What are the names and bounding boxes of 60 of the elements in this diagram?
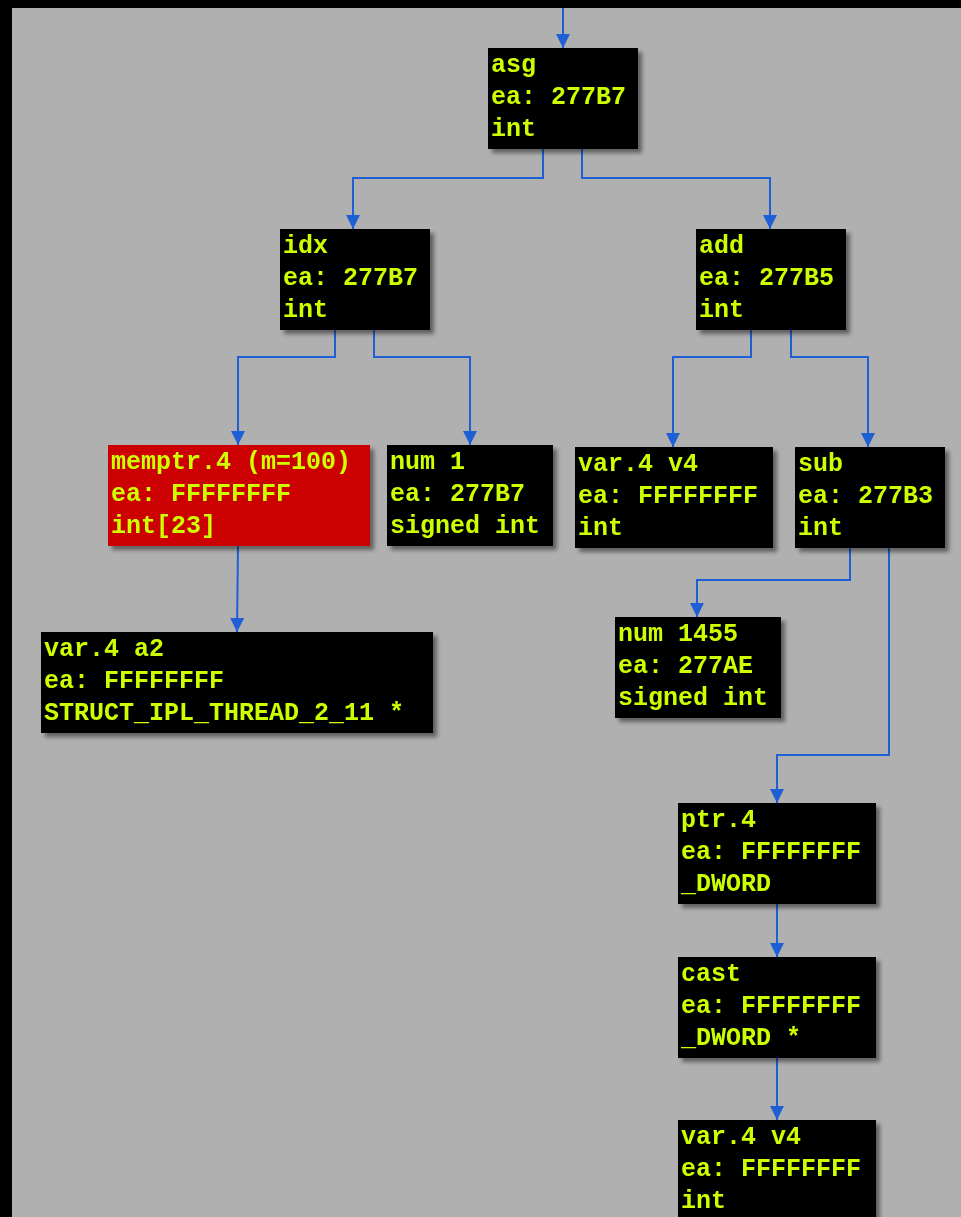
node-text: num 1455	[618, 619, 740, 651]
node-text: add	[699, 231, 745, 263]
node-box	[795, 447, 945, 548]
node-text: ea: 277B7	[491, 82, 628, 114]
node-text: int	[491, 114, 537, 146]
node-text: var.4 v4	[681, 1122, 803, 1154]
arrow	[690, 547, 851, 618]
arrow	[770, 1057, 784, 1121]
node-text: ea: FFFFFFFF	[44, 666, 226, 698]
arrow	[790, 329, 875, 448]
node-text: num 1	[390, 447, 466, 479]
node-text: ea: 277B7	[283, 263, 420, 295]
node-box	[678, 1120, 876, 1217]
node-box	[108, 445, 370, 546]
node-text: var.4 a2	[44, 634, 166, 666]
node-box	[678, 803, 876, 904]
arrow	[666, 329, 752, 448]
node-text: idx	[283, 231, 329, 263]
node-text: int	[578, 513, 624, 545]
node-box	[488, 48, 638, 149]
node-text: signed int	[390, 511, 542, 543]
arrow	[346, 148, 544, 230]
node-text: signed int	[618, 683, 770, 715]
node-text: ea: FFFFFFFF	[578, 481, 760, 513]
node-text: int[23]	[111, 511, 218, 543]
arrow	[556, 7, 570, 49]
node-box	[41, 632, 433, 733]
arrow	[581, 148, 777, 230]
node-text: _DWORD	[681, 869, 772, 901]
node-text: ea: 277B5	[699, 263, 836, 295]
node-text: sub	[798, 449, 844, 481]
arrow	[231, 329, 336, 446]
node-text: STRUCT_IPL_THREAD_2_11 *	[44, 698, 406, 730]
node-box	[280, 229, 430, 330]
node-text: int	[699, 295, 745, 327]
node-box	[678, 957, 876, 1058]
node-text: _DWORD *	[681, 1023, 803, 1055]
arrow	[770, 903, 784, 958]
node-text: cast	[681, 959, 742, 991]
node-text: memptr.4 (m=100)	[111, 447, 353, 479]
arrow	[230, 545, 245, 633]
node-box	[387, 445, 553, 546]
node-text: ea: FFFFFFFF	[681, 1154, 863, 1186]
arrow	[373, 329, 477, 446]
node-text: ea: 277B3	[798, 481, 935, 513]
node-box	[615, 617, 781, 718]
node-text: ea: FFFFFFFF	[681, 837, 863, 869]
node-text: ptr.4	[681, 805, 757, 837]
node-text: int	[798, 513, 844, 545]
node-box	[696, 229, 846, 330]
node-text: var.4 v4	[578, 449, 700, 481]
arrow	[770, 547, 890, 804]
node-text: ea: 277B7	[390, 479, 527, 511]
node-text: int	[283, 295, 329, 327]
node-text: int	[681, 1186, 727, 1217]
node-text: asg	[491, 50, 537, 82]
node-text: ea: FFFFFFFF	[111, 479, 293, 511]
node-text: ea: FFFFFFFF	[681, 991, 863, 1023]
node-text: ea: 277AE	[618, 651, 755, 683]
node-box	[575, 447, 773, 548]
